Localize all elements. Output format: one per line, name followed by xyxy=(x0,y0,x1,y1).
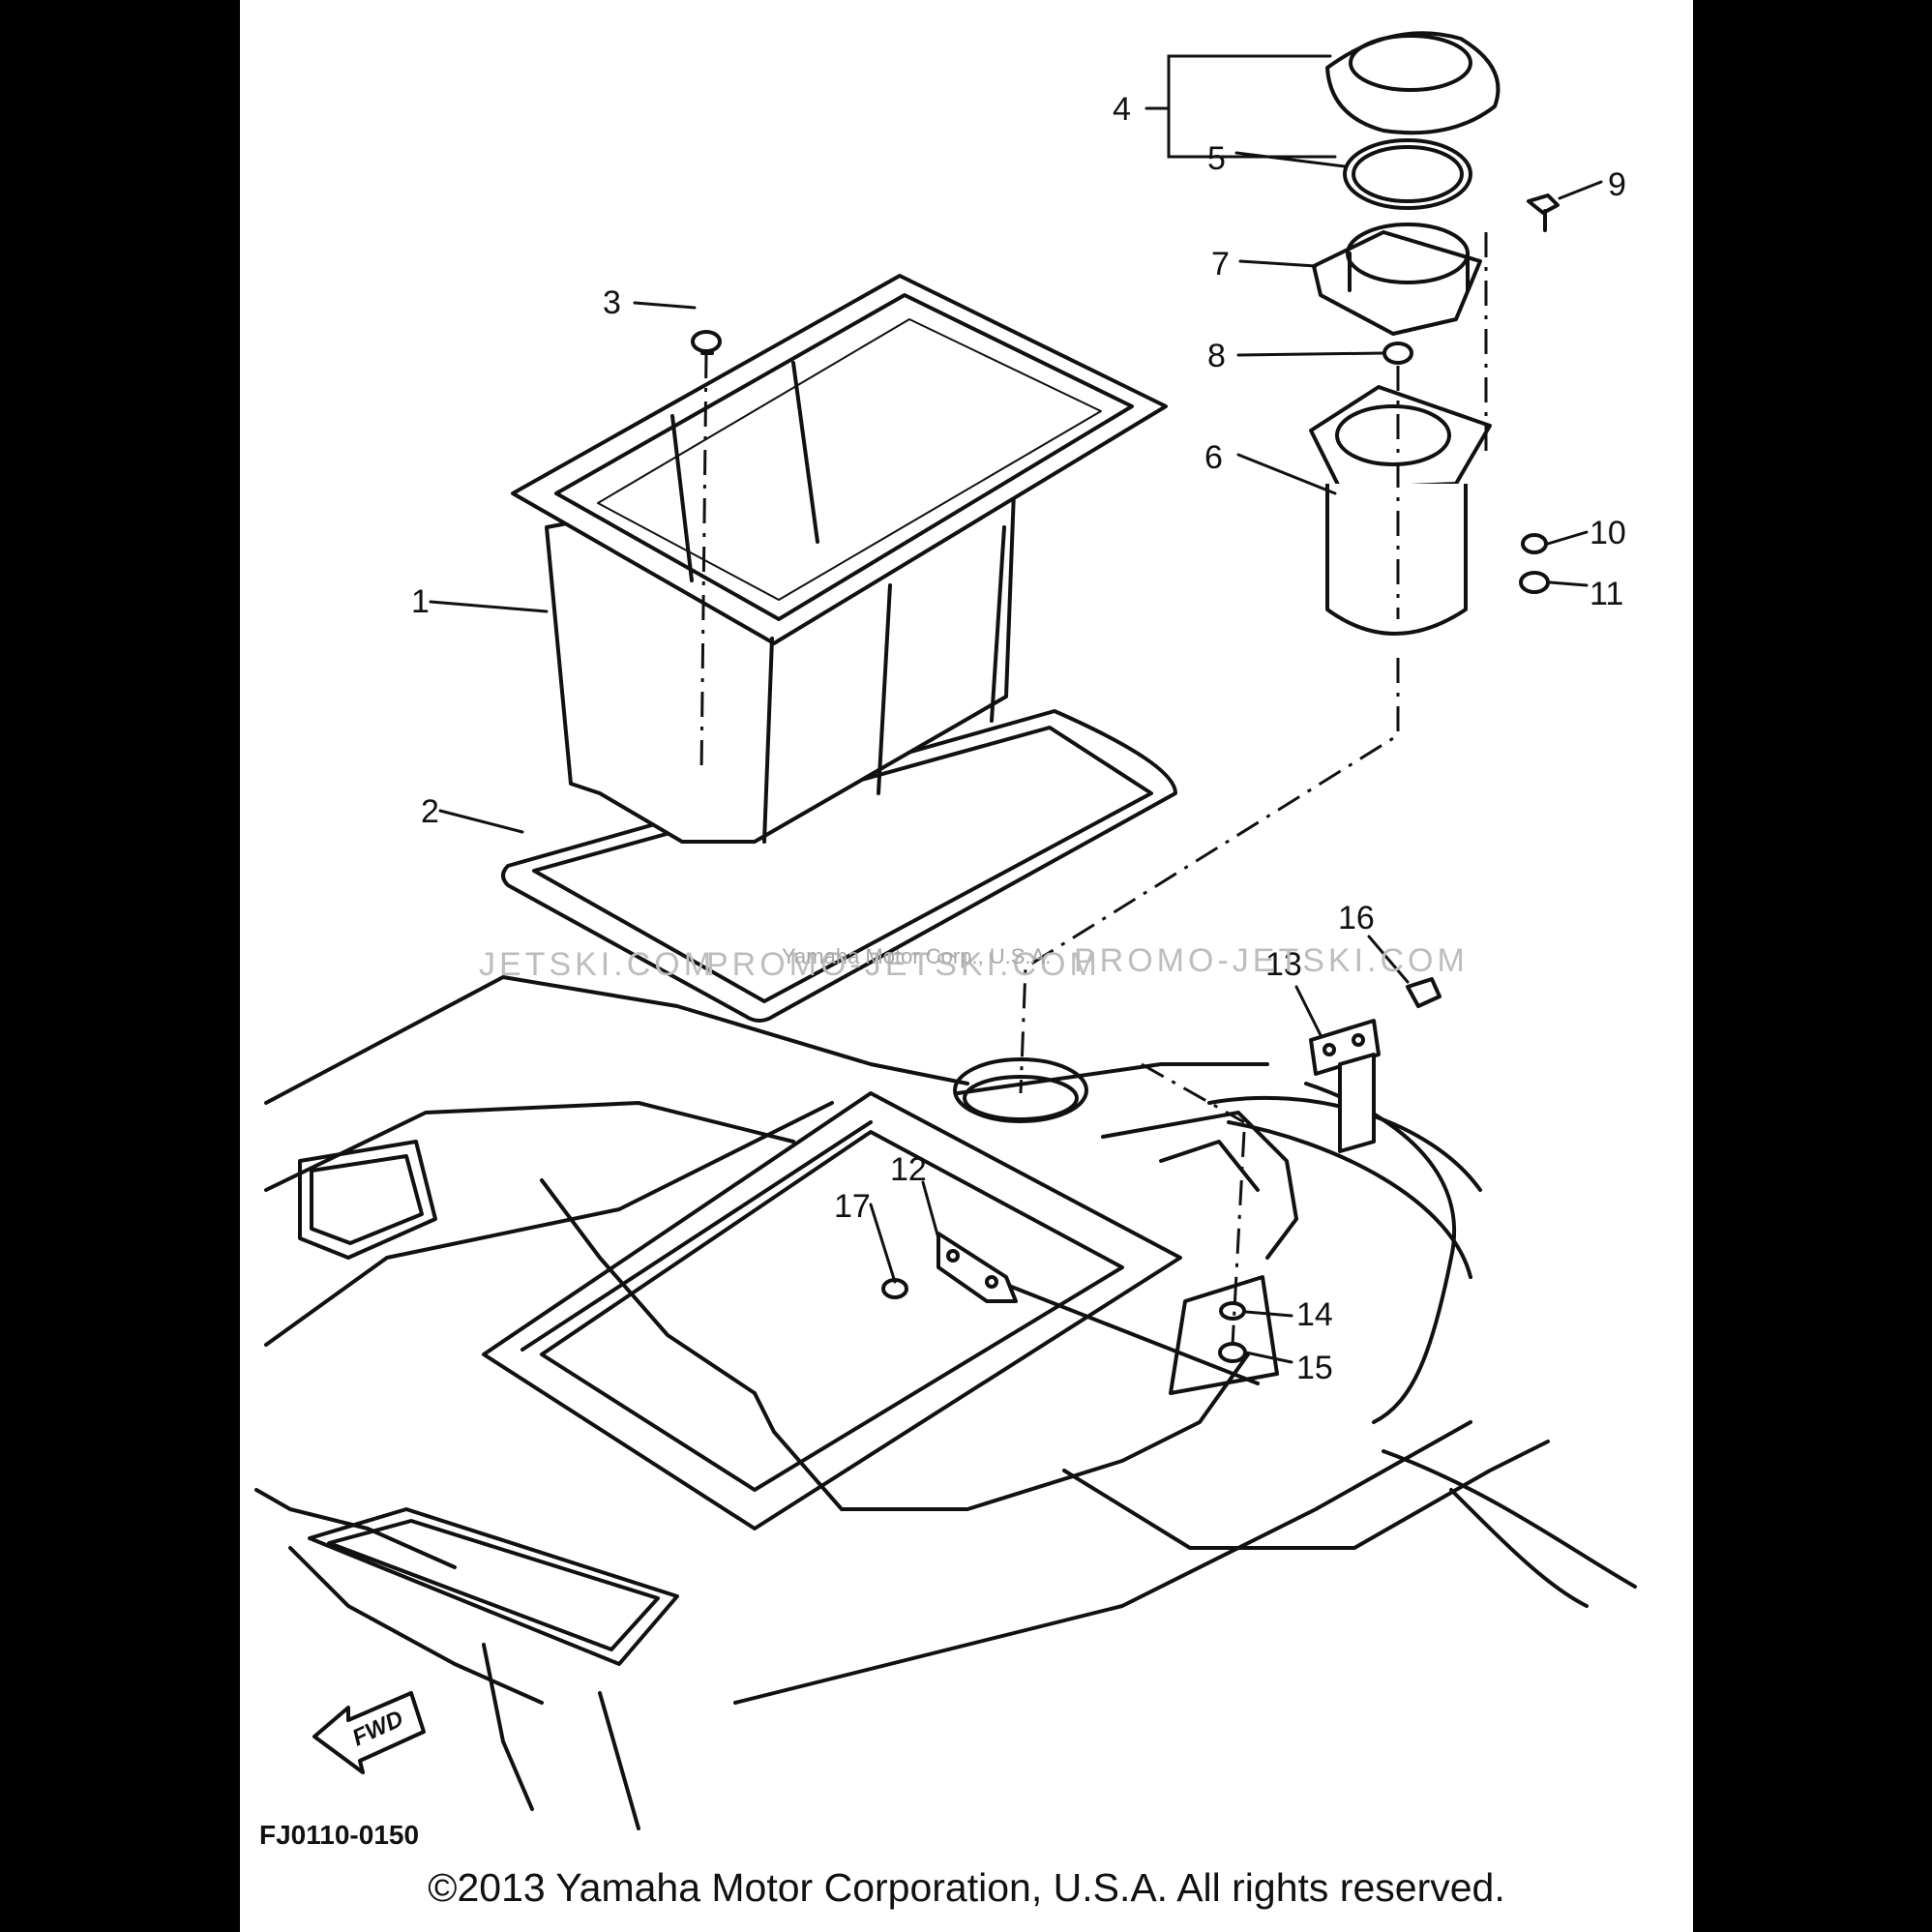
diagram-code: FJ0110-0150 xyxy=(259,1820,419,1850)
watermark-center: PROMO-JETSKI.COM xyxy=(706,946,1101,983)
leader-lines xyxy=(429,54,1603,1364)
callout-3: 3 xyxy=(603,284,621,321)
callout-17: 17 xyxy=(834,1188,871,1225)
callout-8: 8 xyxy=(1207,338,1226,374)
callout-14: 14 xyxy=(1296,1296,1333,1333)
callout-12: 12 xyxy=(890,1151,927,1188)
part-6-filler-hose xyxy=(1309,385,1492,636)
part-7-filler-neck xyxy=(1312,223,1482,336)
part-1-storage-box xyxy=(511,274,1168,844)
callout-11: 11 xyxy=(1590,576,1623,612)
hatch-frame xyxy=(482,1057,1298,1531)
watermark-faint: Yamaha Motor Corp., U.S.A. xyxy=(782,944,1051,968)
small-hardware xyxy=(691,193,1560,1395)
callout-9: 9 xyxy=(1608,166,1626,203)
forward-arrow-icon: FWD xyxy=(312,1691,426,1774)
callout-10: 10 xyxy=(1590,515,1626,551)
watermark-left: JETSKI.COM xyxy=(479,946,715,983)
callout-2: 2 xyxy=(421,793,439,830)
callout-1: 1 xyxy=(411,583,430,620)
watermark: JETSKI.COM PROMO-JETSKI.COM PROMO-JETSKI… xyxy=(479,942,1469,983)
assembly-center-lines xyxy=(699,232,1488,1346)
callout-15: 15 xyxy=(1296,1350,1333,1386)
callout-5: 5 xyxy=(1207,140,1226,177)
callout-4: 4 xyxy=(1113,91,1131,128)
callout-7: 7 xyxy=(1211,246,1230,282)
callout-numbers: 1 2 3 4 5 6 7 8 9 10 11 12 13 14 15 16 1… xyxy=(411,91,1626,1386)
callout-6: 6 xyxy=(1204,439,1223,476)
callout-13: 13 xyxy=(1265,946,1302,983)
part-5-o-ring xyxy=(1343,138,1472,210)
part-4-filler-cap xyxy=(1325,31,1501,135)
deck-hull xyxy=(254,975,1637,1830)
watermark-right: PROMO-JETSKI.COM xyxy=(1074,942,1469,979)
callout-16: 16 xyxy=(1338,900,1375,936)
copyright-notice: ©2013 Yamaha Motor Corporation, U.S.A. A… xyxy=(428,1865,1505,1910)
